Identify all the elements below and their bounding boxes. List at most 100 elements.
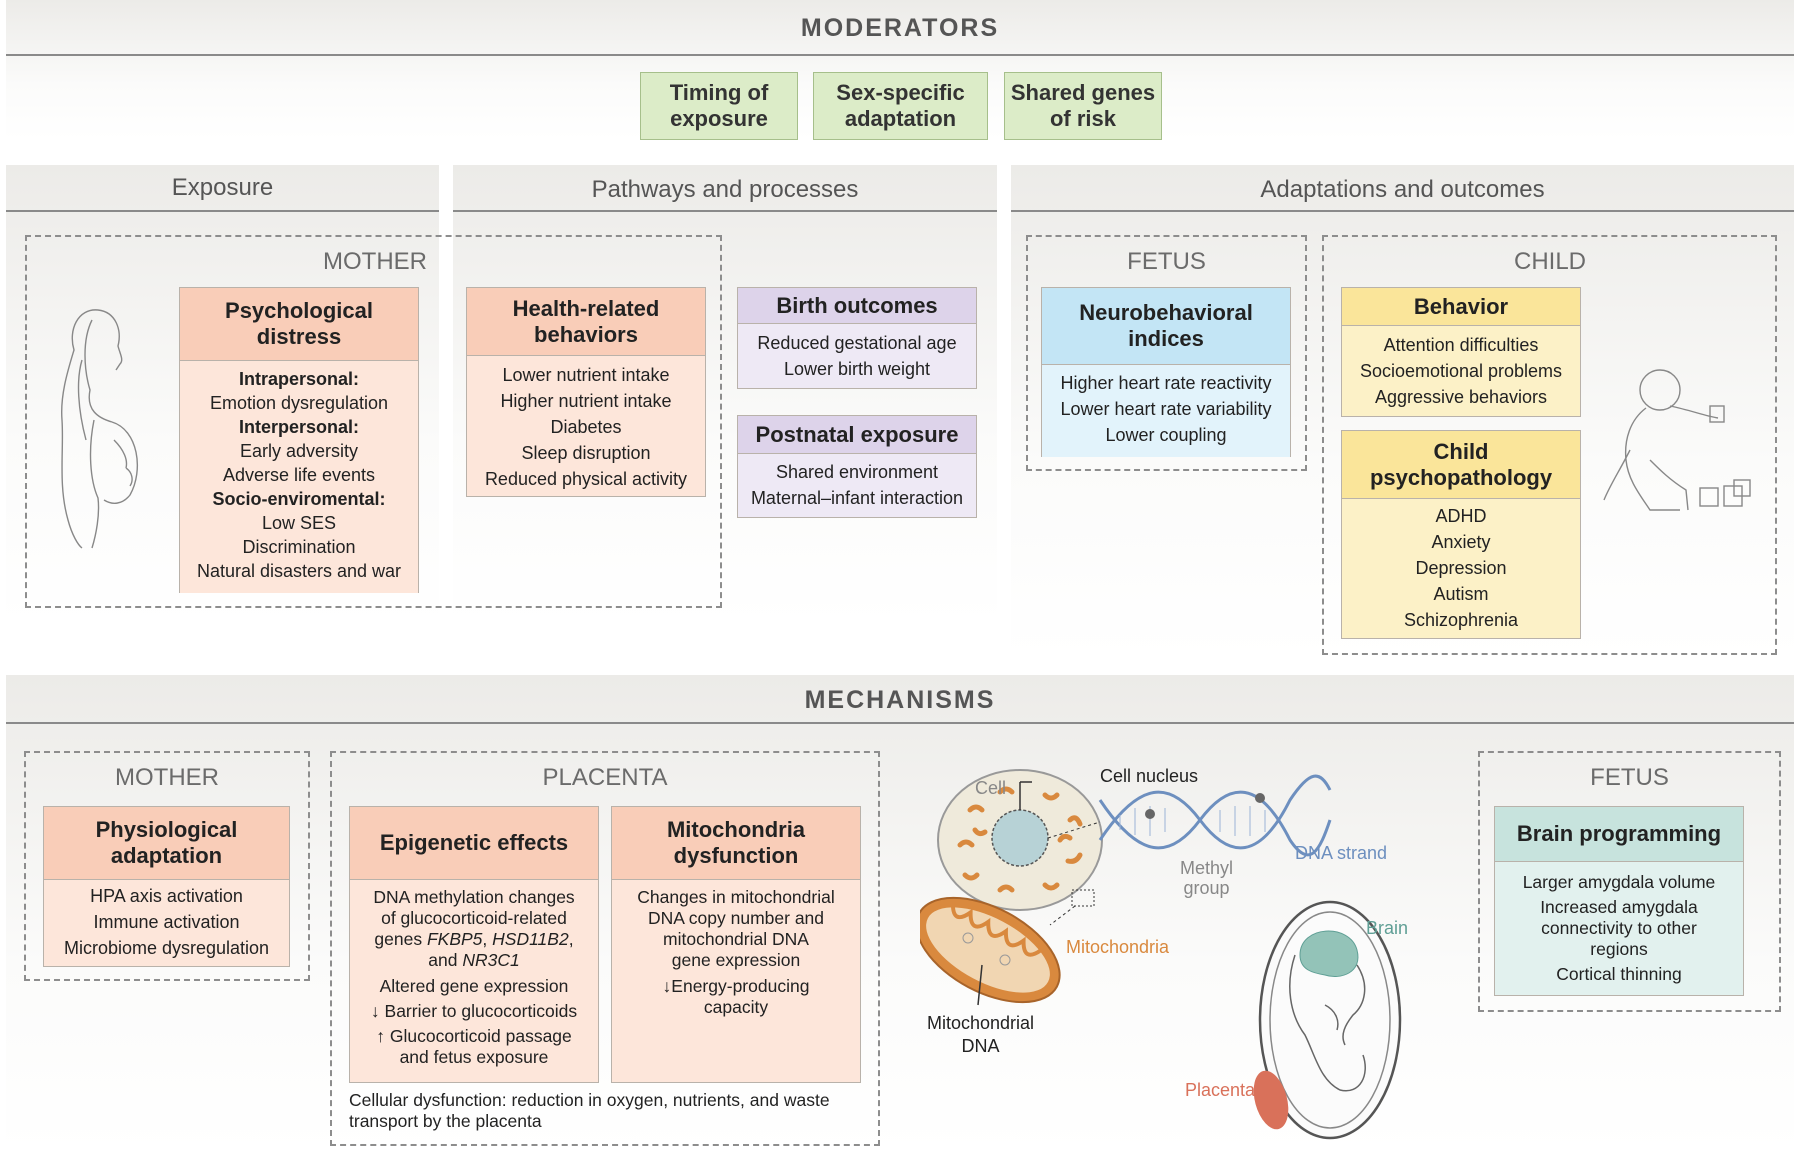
down-arrow-icon: ↓ [370,1001,380,1021]
brain-label: Brain [1366,918,1409,938]
health-behaviors-title: Health-related behaviors [467,288,705,356]
placenta-icon [1253,1070,1289,1130]
mechanisms-divider [6,722,1794,724]
epigenetic-effects-box: Epigenetic effects DNA methylation chang… [349,806,599,1083]
list-item: Adverse life events [222,465,376,485]
pregnant-woman-icon [60,309,138,549]
mito-line: capacity [703,997,769,1017]
list-item: Attention difficulties [1383,335,1539,355]
list-item: Early adversity [239,441,359,461]
birth-outcomes-title: Birth outcomes [738,288,976,324]
mito-line: DNA copy number and [647,908,825,928]
child-region [1322,235,1777,655]
health-behaviors-box: Health-related behaviors Lower nutrient … [466,287,706,497]
brain-line: Cortical thinning [1556,964,1682,984]
socio-environmental-label: Socio-enviromental: [212,489,386,509]
gene-fkbp5: FKBP5 [426,929,483,949]
placenta-region-label: PLACENTA [542,764,668,791]
cell-label: Cell [975,778,1007,798]
neurobehavioral-box: Neurobehavioral indices Higher heart rat… [1041,287,1291,457]
list-item: Socioemotional problems [1359,361,1563,381]
mechanism-fetus-region [1478,751,1781,1012]
list-item: Low SES [261,513,337,533]
brain-icon [1299,930,1359,977]
fetus-region [1026,235,1307,471]
mechanism-mother-region [24,751,310,981]
mito-line: mitochondrial DNA [663,929,809,949]
moderators-title: MODERATORS [800,14,1000,42]
list-item: Maternal–infant interaction [750,488,964,508]
postnatal-exposure-box: Postnatal exposure Shared environment Ma… [737,415,977,518]
cellular-dysfunction-note: Cellular dysfunction: reduction in oxyge… [349,1090,830,1131]
fetus-region-label: FETUS [1127,248,1206,275]
behavior-title: Behavior [1342,288,1580,326]
list-item: Microbiome dysregulation [63,938,270,958]
list-item: Higher nutrient intake [500,391,672,411]
mito-line: Changes in mitochondrial [637,887,835,907]
intrapersonal-label: Intrapersonal: [238,369,360,389]
dna-strand-label: DNA strand [1295,843,1388,863]
epigenetic-effects-title: Epigenetic effects [350,807,598,880]
list-item: Discrimination [242,537,356,557]
list-item: Lower nutrient intake [502,365,670,385]
epigenetic-line: Altered gene expression [379,976,569,996]
mito-line: ↓Energy-producing [662,976,810,996]
brain-line: Increased amygdala [1540,897,1698,917]
mechanism-mother-label: MOTHER [115,764,219,791]
gene-hsd11b2: HSD11B2 [492,929,569,949]
epigenetic-line: and fetus exposure [399,1047,549,1067]
mitochondria-label: Mitochondria [1066,937,1170,957]
list-item: Aggressive behaviors [1374,387,1548,407]
list-item: Lower coupling [1105,425,1227,445]
list-item: Lower birth weight [783,359,931,379]
brain-line: regions [1590,939,1648,959]
epigenetic-line: DNA methylation changes [373,887,575,907]
list-item: Reduced physical activity [484,469,688,489]
postnatal-exposure-title: Postnatal exposure [738,416,976,454]
nucleus-icon [991,809,1049,867]
brain-line: Larger amygdala volume [1522,872,1716,892]
list-item: Natural disasters and war [196,561,402,581]
placenta-label: Placenta [1185,1080,1256,1100]
mother-region-label: MOTHER [323,248,427,275]
physiological-adaptation-title: Physiological adaptation [44,807,289,880]
epigenetic-line: and NR3C1 [428,950,520,970]
behavior-box: Behavior Attention difficulties Socioemo… [1341,287,1581,417]
moderators-divider [6,54,1794,56]
brain-programming-box: Brain programming Larger amygdala volume… [1494,806,1744,996]
list-item: Autism [1433,584,1489,604]
child-psychopathology-box: Child psychopathology ADHD Anxiety Depre… [1341,430,1581,639]
epigenetic-line: ↓ Barrier to glucocorticoids [370,1001,578,1021]
neurobehavioral-title: Neurobehavioral indices [1042,288,1290,365]
list-item: Higher heart rate reactivity [1060,373,1272,393]
epigenetic-line: ↑ Glucocorticoid passage [376,1026,572,1046]
list-item: Reduced gestational age [757,333,957,353]
pathways-header: Pathways and processes [591,176,859,203]
fetus-in-womb-icon [1253,900,1402,1140]
cell-illustration [920,769,1332,1006]
dna-strand-icon [1098,774,1332,850]
interpersonal-label: Interpersonal: [238,417,360,437]
down-arrow-icon: ↓ [662,976,672,996]
exposure-header: Exposure [171,174,274,201]
moderator-timing: Timing of exposure [640,72,798,140]
list-item: Immune activation [93,912,240,932]
epigenetic-line: genes FKBP5, HSD11B2, [374,929,574,949]
child-region-label: CHILD [1513,248,1586,275]
list-item: Diabetes [550,417,622,437]
mitochondria-dysfunction-title: Mitochondria dysfunction [612,807,860,880]
list-item: Emotion dysregulation [209,393,389,413]
placenta-region [330,751,880,1146]
child-psychopathology-title: Child psychopathology [1342,431,1580,499]
pathways-divider [453,210,997,212]
moderator-shared-genes: Shared genes of risk [1004,72,1162,140]
gene-nr3c1: NR3C1 [462,950,520,970]
adaptations-divider [1011,210,1794,212]
mechanism-fetus-label: FETUS [1590,764,1669,791]
mechanisms-title: MECHANISMS [804,686,996,714]
mito-line: gene expression [671,950,801,970]
list-item: Anxiety [1431,532,1491,552]
list-item: Sleep disruption [521,443,651,463]
child-playing-icon [1603,369,1751,511]
